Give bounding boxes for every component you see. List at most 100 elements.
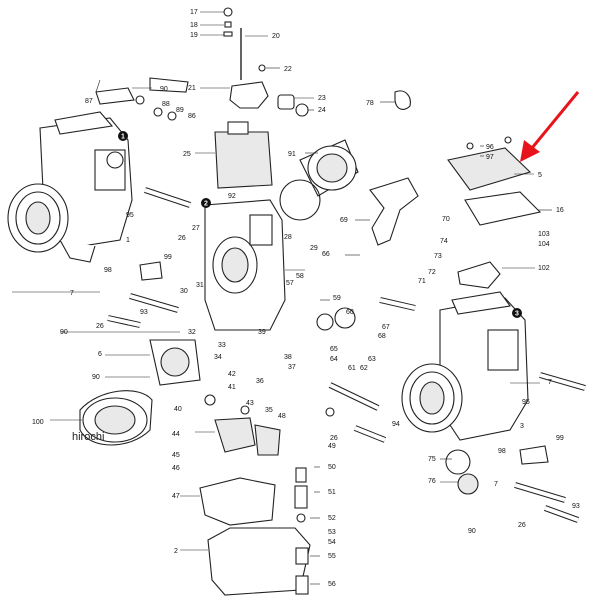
callout-94: 94 (392, 421, 400, 428)
callout-71: 71 (418, 278, 426, 285)
badge-label-2: 2 (204, 201, 208, 208)
callout-49: 49 (328, 443, 336, 450)
callout-40: 40 (174, 406, 182, 413)
badge-1 (118, 131, 128, 141)
callout-70: 70 (442, 216, 450, 223)
callout-50: 50 (328, 464, 336, 471)
callout-54: 54 (328, 539, 336, 546)
callout-52: 52 (328, 515, 336, 522)
carburetor-body-right (401, 291, 529, 441)
leader-lines (12, 11, 552, 585)
callout-93: 93 (140, 309, 148, 316)
callout-76: 76 (428, 478, 436, 485)
callout-90: 90 (468, 528, 476, 535)
callout-90: 90 (92, 374, 100, 381)
callout-23: 23 (318, 95, 326, 102)
badge-label-3: 3 (515, 311, 519, 318)
callout-51: 51 (328, 489, 336, 496)
callout-30: 30 (180, 288, 188, 295)
callout-99: 99 (164, 254, 172, 261)
callout-26: 26 (178, 235, 186, 242)
callout-92: 92 (228, 193, 236, 200)
slide-and-piston (214, 90, 411, 221)
callout-65: 65 (330, 346, 338, 353)
callout-63: 63 (368, 356, 376, 363)
callout-48: 48 (278, 413, 286, 420)
callout-2: 2 (174, 548, 178, 555)
callout-57: 57 (286, 280, 294, 287)
callout-16: 16 (556, 207, 564, 214)
callout-35: 35 (265, 407, 273, 414)
callout-59: 59 (333, 295, 341, 302)
callout-64: 64 (330, 356, 338, 363)
callout-47: 47 (172, 493, 180, 500)
callout-28: 28 (284, 234, 292, 241)
callout-21: 21 (188, 85, 196, 92)
callout-26: 26 (96, 323, 104, 330)
callout-68: 68 (378, 333, 386, 340)
small-parts (139, 261, 549, 595)
callout-86: 86 (188, 113, 196, 120)
callout-69: 69 (340, 217, 348, 224)
callout-46: 46 (172, 465, 180, 472)
badge-label-1: 1 (121, 134, 125, 141)
callout-98: 98 (498, 448, 506, 455)
callout-18: 18 (190, 22, 198, 29)
callout-41: 41 (228, 384, 236, 391)
carburetor-body-center (204, 199, 286, 331)
callout-75: 75 (428, 456, 436, 463)
callout-3: 3 (520, 423, 524, 430)
callout-98: 98 (104, 267, 112, 274)
callout-100: 100 (32, 419, 44, 426)
callout-20: 20 (272, 33, 280, 40)
callout-32: 32 (188, 329, 196, 336)
callout-44: 44 (172, 431, 180, 438)
callout-36: 36 (256, 378, 264, 385)
top-parts (95, 7, 309, 121)
callout-7: 7 (548, 379, 552, 386)
callout-5: 5 (538, 172, 542, 179)
callout-55: 55 (328, 553, 336, 560)
callout-72: 72 (428, 269, 436, 276)
callout-60: 60 (346, 309, 354, 316)
callout-93: 93 (572, 503, 580, 510)
callout-56: 56 (328, 581, 336, 588)
callout-42: 42 (228, 371, 236, 378)
callout-31: 31 (196, 282, 204, 289)
pointer-arrow (520, 91, 580, 162)
callout-78: 78 (366, 100, 374, 107)
callout-95: 95 (522, 399, 530, 406)
badge-3 (512, 308, 522, 318)
callout-29: 29 (310, 245, 318, 252)
callout-22: 22 (284, 66, 292, 73)
callout-67: 67 (382, 324, 390, 331)
callout-73: 73 (434, 253, 442, 260)
callout-66: 66 (322, 251, 330, 258)
callout-39: 39 (258, 329, 266, 336)
badges: 1 2 3 (118, 131, 522, 318)
callout-103: 103 (538, 231, 550, 238)
callout-61: 61 (348, 365, 356, 372)
callout-97: 97 (486, 154, 494, 161)
callout-58: 58 (296, 273, 304, 280)
callout-37: 37 (288, 364, 296, 371)
callout-88: 88 (162, 101, 170, 108)
callout-96: 96 (486, 144, 494, 151)
callout-25: 25 (183, 151, 191, 158)
callout-102: 102 (538, 265, 550, 272)
callout-7: 7 (70, 290, 74, 297)
carburetor-body-left (7, 111, 133, 263)
callout-6: 6 (98, 351, 102, 358)
badge-2 (201, 198, 211, 208)
callout-24: 24 (318, 107, 326, 114)
brackets (369, 177, 501, 289)
callout-7: 7 (494, 481, 498, 488)
callout-38: 38 (284, 354, 292, 361)
callout-62: 62 (360, 365, 368, 372)
top-cover (447, 136, 542, 226)
funnels (79, 339, 201, 446)
callout-87: 87 (85, 98, 93, 105)
